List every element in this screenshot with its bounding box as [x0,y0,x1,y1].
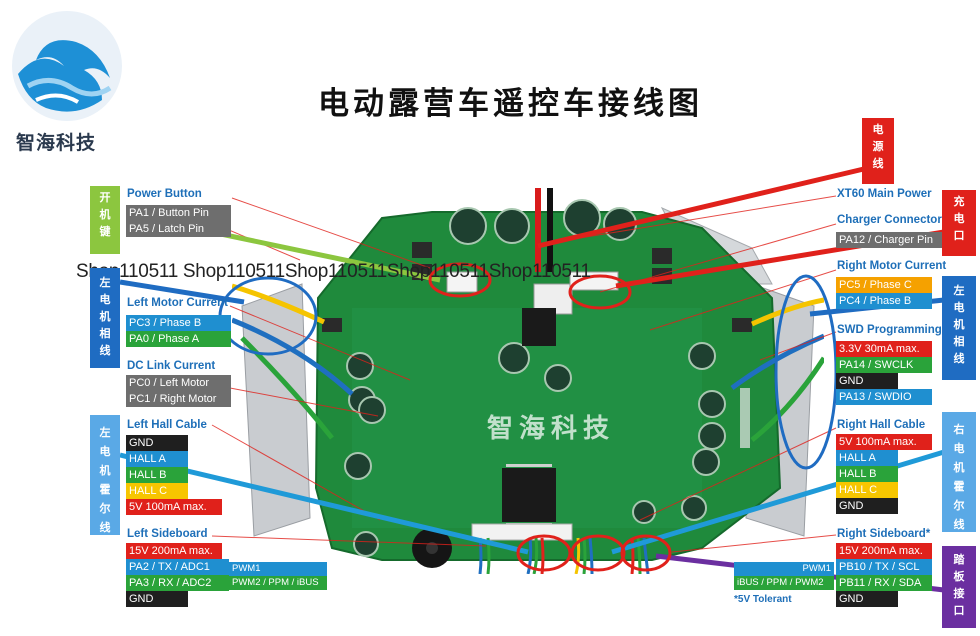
pin-label: PC5 / Phase C [836,277,932,293]
pin-label: PC1 / Right Motor [126,391,231,407]
pin-label: PA13 / SWDIO [836,389,932,405]
pin-label: PA12 / Charger Pin [836,232,942,248]
swd-programming-header: SWD Programming [837,324,942,336]
pwm-label: PWM1 [229,562,327,576]
pin-label: GND [836,373,898,389]
pin-label: PC3 / Phase B [126,315,231,331]
pin-label: PA2 / TX / ADC1 [126,559,229,575]
tag-left-motor-phase: 左电机相线 [90,268,120,368]
pin-label: PA0 / Phase A [126,331,231,347]
tag-pedal-port: 踏板接口 [942,546,976,628]
charger-connector-header: Charger Connector [837,214,942,226]
brand-watermark: 智海科技 [487,414,616,444]
pin-label: PC4 / Phase B [836,293,932,309]
pin-label: GND [836,498,898,514]
pin-label: 15V 200mA max. [836,543,932,559]
tag-left-hall: 左电机霍尔线 [90,415,120,535]
pwm-label: iBUS / PPM / PWM2 [734,576,834,590]
xt60-header: XT60 Main Power [837,188,932,200]
tag-right-motor-phase: 左电机相线 [942,276,976,380]
pwm-label: PWM2 / PPM / iBUS [229,576,327,590]
logo-text: 智海科技 [16,132,97,154]
pin-label: HALL B [126,467,188,483]
dc-link-current-header: DC Link Current [127,360,216,372]
pin-label: PB10 / TX / SCL [836,559,932,575]
pin-label: HALL C [126,483,188,499]
tag-text: 左电机相线 [953,284,965,365]
pin-label: GND [126,435,188,451]
tolerant-note: *5V Tolerant [734,594,792,605]
pin-label: PB11 / RX / SDA [836,575,932,591]
tag-text: 左电机相线 [99,276,111,357]
pin-label: PA1 / Button Pin [126,205,231,221]
tag-power-key: 开机键 [90,186,120,254]
left-motor-current-header: Left Motor Current [127,297,228,309]
right-sideboard-header: Right Sideboard* [837,528,931,540]
pin-label: HALL A [126,451,188,467]
tag-text: 充电口 [953,195,965,242]
page-title: 电动露营车遥控车接线图 [318,86,703,122]
right-hall-cable-header: Right Hall Cable [837,419,926,431]
tag-charge-port: 充电口 [942,190,976,256]
tag-text: 左电机霍尔线 [99,426,111,534]
pin-label: HALL C [836,482,898,498]
left-hall-cable-header: Left Hall Cable [127,419,207,431]
pin-label: 5V 100mA max. [126,499,222,515]
pin-label: PA5 / Latch Pin [126,221,231,237]
pin-label: PA14 / SWCLK [836,357,932,373]
pin-label: HALL B [836,466,898,482]
pin-label: GND [836,591,898,607]
pin-label: PA3 / RX / ADC2 [126,575,229,591]
power-button-header: Power Button [127,188,202,200]
tag-text: 踏板接口 [953,553,965,617]
pin-label: HALL A [836,450,898,466]
pin-label: 15V 200mA max. [126,543,222,559]
pin-label: GND [126,591,188,607]
tag-right-hall: 右电机霍尔线 [942,412,976,532]
tag-text: 电源线 [872,123,884,170]
shop-watermark: Shop110511 Shop110511Shop110511Shop11051… [76,261,591,282]
pcb-board-image [232,188,824,574]
tag-text: 开机键 [99,191,111,238]
pin-label: PC0 / Left Motor [126,375,231,391]
pwm-label: PWM1 [734,562,834,576]
right-motor-current-header: Right Motor Current [837,260,947,272]
tag-text: 右电机霍尔线 [953,423,965,531]
pin-label: 3.3V 30mA max. [836,341,932,357]
left-sideboard-header: Left Sideboard [127,528,208,540]
pin-label: 5V 100mA max. [836,434,932,450]
brand-logo-icon [12,11,122,121]
tag-power-line: 电源线 [862,118,894,184]
